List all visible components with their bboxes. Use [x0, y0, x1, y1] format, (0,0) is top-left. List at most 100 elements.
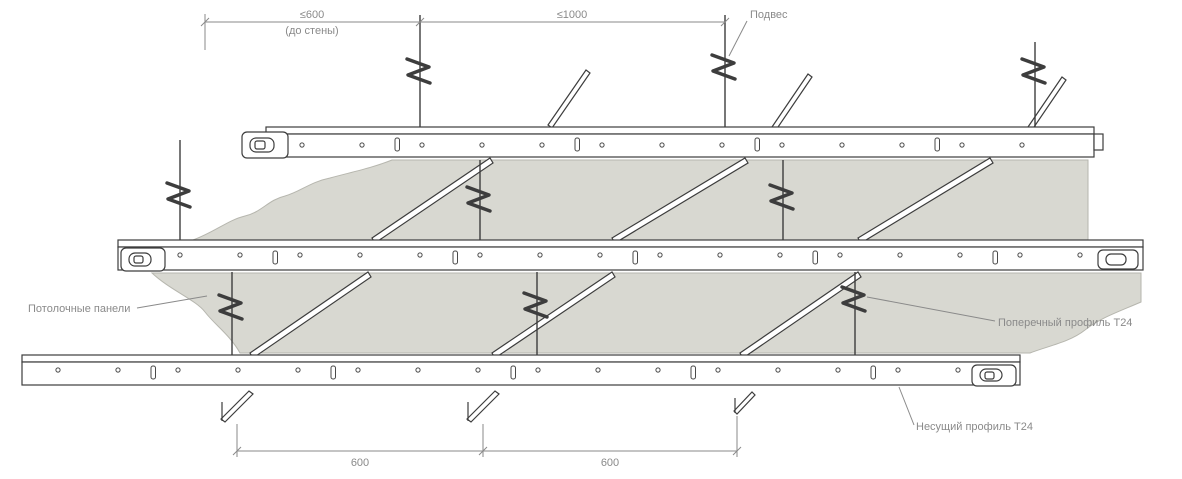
- leader-hanger: [728, 20, 748, 57]
- connector-slot: [812, 250, 818, 265]
- leader-main-profile: [898, 386, 915, 426]
- rivet-hole: [1017, 252, 1023, 258]
- rivet-hole: [597, 252, 603, 258]
- connector-slot: [992, 250, 998, 265]
- rivet-hole: [475, 367, 481, 373]
- connector-slot: [150, 365, 156, 380]
- rivet-hole: [777, 252, 783, 258]
- rivet-hole: [115, 367, 121, 373]
- ceiling-panel-upper: [192, 159, 1089, 241]
- connector-slot: [272, 250, 278, 265]
- rivet-hole: [177, 252, 183, 258]
- rivet-hole: [955, 367, 961, 373]
- rivet-hole: [897, 252, 903, 258]
- runner-flange: [117, 239, 1144, 248]
- end-connector-tab: [984, 371, 995, 380]
- rivet-hole: [717, 252, 723, 258]
- leader-ceiling-panels: [136, 295, 208, 309]
- connector-slot: [452, 250, 458, 265]
- dimension-tick: [720, 17, 730, 27]
- rivet-hole: [237, 252, 243, 258]
- rivet-hole: [1019, 142, 1025, 148]
- hanger: [465, 160, 492, 240]
- main-runner-middle: [117, 239, 1144, 272]
- rivet-hole: [715, 367, 721, 373]
- dimension-bottom: 600 600: [232, 416, 742, 469]
- rivet-hole: [55, 367, 61, 373]
- rivet-hole: [539, 142, 545, 148]
- connector-slot: [632, 250, 638, 265]
- connector-slot: [754, 137, 760, 152]
- ceiling-panel-lower: [150, 272, 1142, 354]
- dimension-label-tee-spacing-1: 600: [351, 457, 369, 469]
- rivet-hole: [959, 142, 965, 148]
- connector-slot: [330, 365, 336, 380]
- hanger: [840, 272, 867, 355]
- hanger-clip: [465, 185, 492, 213]
- runner-face: [21, 361, 1021, 386]
- runner-face: [265, 133, 1095, 158]
- rivet-hole: [417, 252, 423, 258]
- rivet-hole: [775, 367, 781, 373]
- rivet-hole: [1077, 252, 1083, 258]
- rivet-hole: [655, 367, 661, 373]
- cross-tee-stub: [466, 390, 500, 423]
- label-cross-profile: Поперечный профиль Т24: [998, 317, 1132, 329]
- hanger: [710, 15, 737, 127]
- rivet-hole: [175, 367, 181, 373]
- hanger-clip: [405, 57, 432, 85]
- runner-face: [117, 246, 1144, 271]
- end-connector-tab: [254, 140, 266, 150]
- hanger-clip: [217, 293, 244, 321]
- rivet-hole: [477, 252, 483, 258]
- rivet-hole: [295, 367, 301, 373]
- dimension-tick: [232, 446, 242, 456]
- main-runner-bottom: [21, 354, 1021, 387]
- hanger-clip: [710, 53, 737, 81]
- runner-flange: [21, 354, 1021, 363]
- hanger-clip: [165, 181, 192, 209]
- rivet-hole: [355, 367, 361, 373]
- rivet-hole: [839, 142, 845, 148]
- cross-tee-stub: [547, 69, 591, 129]
- hanger: [405, 15, 432, 127]
- rivet-hole: [599, 142, 605, 148]
- dimension-note-wall-offset: (до стены): [285, 25, 338, 37]
- connector-slot: [574, 137, 580, 152]
- hanger-clip: [522, 291, 549, 319]
- label-hanger: Подвес: [750, 9, 788, 21]
- hanger-clip: [1020, 57, 1047, 85]
- cross-tee-stub: [733, 391, 756, 415]
- hanger: [768, 160, 795, 240]
- rivet-hole: [537, 252, 543, 258]
- rivet-hole: [235, 367, 241, 373]
- runner-end-tab: [1093, 133, 1104, 151]
- rivet-hole: [535, 367, 541, 373]
- end-connector-slot: [1105, 253, 1127, 266]
- rivet-hole: [657, 252, 663, 258]
- rivet-hole: [359, 142, 365, 148]
- rivet-hole: [835, 367, 841, 373]
- runner-flange: [265, 126, 1095, 135]
- rivet-hole: [957, 252, 963, 258]
- cross-tees: [220, 69, 1067, 423]
- callouts: Подвес Потолочные панели Поперечный проф…: [28, 9, 1132, 433]
- rivet-hole: [719, 142, 725, 148]
- cross-tee-stub: [771, 73, 813, 131]
- dimension-tick: [415, 17, 425, 27]
- cross-tee-stub: [1027, 76, 1067, 131]
- end-connector-tab: [133, 255, 144, 264]
- rivet-hole: [659, 142, 665, 148]
- rivet-hole: [899, 142, 905, 148]
- rivet-hole: [357, 252, 363, 258]
- connector-slot: [394, 137, 400, 152]
- rivet-hole: [299, 142, 305, 148]
- rivet-hole: [837, 252, 843, 258]
- ceiling-panels: [150, 159, 1142, 354]
- hanger: [1020, 42, 1047, 127]
- dimension-tick: [200, 17, 210, 27]
- dimension-label-hanger-spacing: ≤1000: [557, 9, 588, 21]
- hanger: [165, 140, 192, 240]
